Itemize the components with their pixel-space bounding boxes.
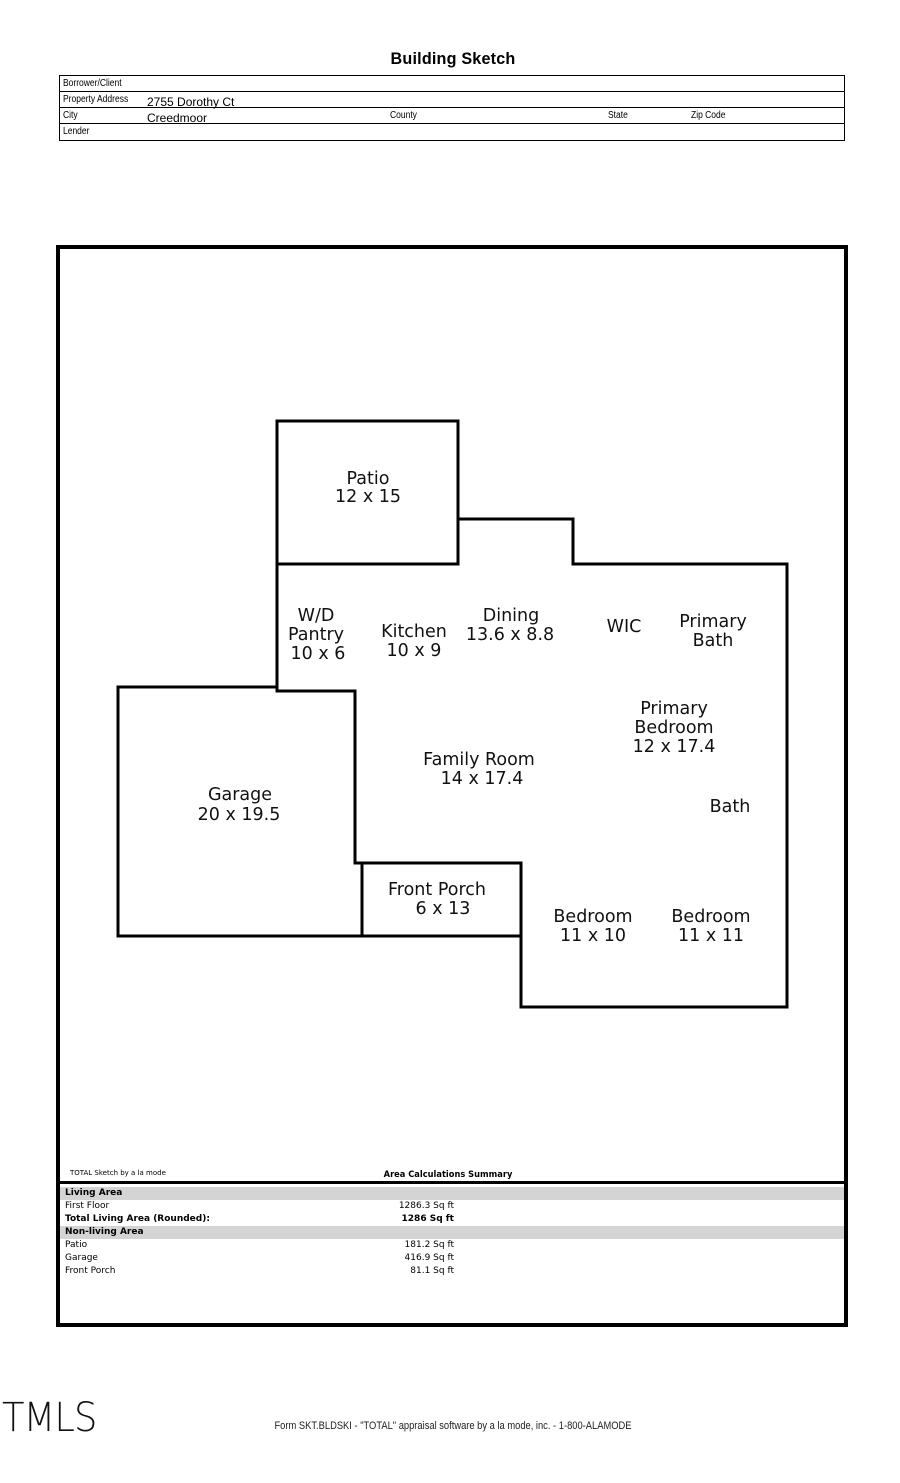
bedroom-2-label: Bedroom: [671, 907, 750, 927]
address-value: 2755 Dorothy Ct: [147, 95, 235, 109]
first-floor-value: 1286.3 Sq ft: [398, 1201, 454, 1211]
front-porch-label: Front Porch: [388, 880, 486, 900]
kitchen-label: Kitchen: [381, 622, 447, 642]
nonliving-label: Patio: [65, 1240, 88, 1250]
wd-label: W/D: [298, 606, 335, 626]
garage-dims: 20 x 19.5: [198, 805, 281, 825]
nonliving-label: Front Porch: [65, 1266, 116, 1276]
front-porch-dims: 6 x 13: [416, 899, 471, 919]
lender-row: Lender: [60, 124, 844, 140]
first-floor-row: First Floor 1286.3 Sq ft: [60, 1200, 844, 1213]
garage-label: Garage: [208, 785, 272, 805]
nonliving-value: 181.2 Sq ft: [404, 1240, 454, 1250]
primary-bedroom-label-1: Primary: [640, 699, 708, 719]
total-living-row: Total Living Area (Rounded): 1286 Sq ft: [60, 1213, 844, 1226]
borrower-label: Borrower/Client: [63, 78, 122, 89]
state-label: State: [608, 110, 628, 121]
city-label: City: [63, 110, 78, 121]
address-label: Property Address: [63, 94, 129, 105]
first-floor-label: First Floor: [65, 1201, 110, 1211]
nonliving-row: Patio 181.2 Sq ft: [60, 1239, 844, 1252]
borrower-row: Borrower/Client: [60, 76, 844, 92]
nonliving-value: 81.1 Sq ft: [410, 1266, 454, 1276]
nonliving-area-header-label: Non-living Area: [65, 1227, 144, 1237]
primary-bath-label-1: Primary: [679, 612, 747, 632]
family-room-dims: 14 x 17.4: [441, 769, 524, 789]
sketch-frame: [56, 245, 848, 1327]
front-porch-outline: [360, 861, 523, 938]
primary-bedroom-label-2: Bedroom: [634, 718, 713, 738]
address-row: Property Address 2755 Dorothy Ct: [60, 92, 844, 109]
primary-bath-label-2: Bath: [693, 631, 734, 651]
bedroom-1-dims: 11 x 10: [560, 926, 626, 946]
pantry-label: Pantry: [288, 625, 344, 645]
summary-divider: [60, 1181, 845, 1184]
city-row: City Creedmoor County State Zip Code: [60, 108, 844, 125]
property-info-table: Borrower/Client Property Address 2755 Do…: [59, 75, 845, 141]
patio-dims: 12 x 15: [335, 487, 401, 507]
page-title: Building Sketch: [390, 49, 516, 68]
living-area-outline: [275, 517, 789, 1009]
county-label: County: [390, 110, 417, 121]
nonliving-row: Front Porch 81.1 Sq ft: [60, 1265, 844, 1278]
primary-bedroom-dims: 12 x 17.4: [633, 737, 716, 757]
city-value: Creedmoor: [147, 111, 208, 125]
total-living-value: 1286 Sq ft: [401, 1214, 454, 1224]
wd-dims: 10 x 6: [291, 644, 346, 664]
living-area-header: Living Area: [60, 1187, 844, 1200]
total-living-label: Total Living Area (Rounded):: [65, 1214, 210, 1224]
bedroom-1-label: Bedroom: [553, 907, 632, 927]
zip-label: Zip Code: [691, 110, 726, 121]
sketch-credit: TOTAL Sketch by a la mode: [70, 1169, 166, 1177]
bedroom-2-dims: 11 x 11: [678, 926, 744, 946]
form-footer: Form SKT.BLDSKI - "TOTAL" appraisal soft…: [274, 1420, 632, 1432]
living-area-header-label: Living Area: [65, 1188, 123, 1198]
dining-label: Dining: [483, 606, 540, 626]
dining-dims: 13.6 x 8.8: [466, 625, 554, 645]
kitchen-dims: 10 x 9: [387, 641, 442, 661]
summary-title: Area Calculations Summary: [383, 1170, 513, 1180]
nonliving-area-header: Non-living Area: [60, 1226, 844, 1239]
nonliving-row: Garage 416.9 Sq ft: [60, 1252, 844, 1265]
area-summary: Living Area First Floor 1286.3 Sq ft Tot…: [60, 1187, 844, 1278]
tmls-logo: TMLS: [2, 1395, 97, 1441]
bath-label: Bath: [710, 797, 751, 817]
patio-label: Patio: [347, 469, 390, 489]
lender-label: Lender: [63, 126, 90, 137]
nonliving-value: 416.9 Sq ft: [404, 1253, 454, 1263]
family-room-label: Family Room: [423, 750, 535, 770]
nonliving-label: Garage: [65, 1253, 98, 1263]
wic-label: WIC: [607, 617, 642, 637]
